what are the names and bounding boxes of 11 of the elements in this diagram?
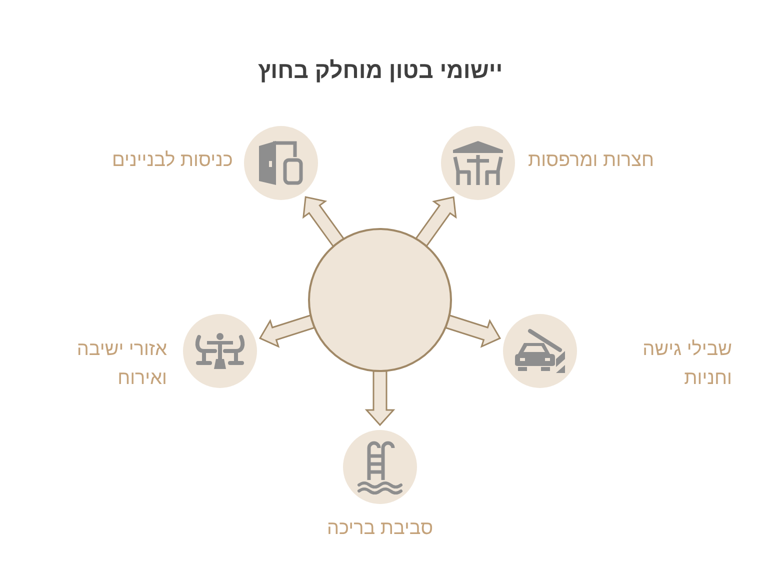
category-label: אזורי ישיבה ואירוח [76, 338, 167, 391]
diagram-title: יישומי בטון מוחלק בחוץ [258, 56, 503, 85]
arrow [414, 196, 457, 248]
arrow [302, 196, 345, 248]
category-label: שבילי גישה וחניות [642, 338, 732, 391]
arrow [258, 314, 316, 348]
arrow [364, 370, 396, 426]
arrow [444, 314, 502, 348]
category-label: כניסות לבניינים [112, 149, 233, 173]
category-label: חצרות ומרפסות [528, 149, 654, 173]
category-label: סביבת בריכה [327, 517, 434, 541]
